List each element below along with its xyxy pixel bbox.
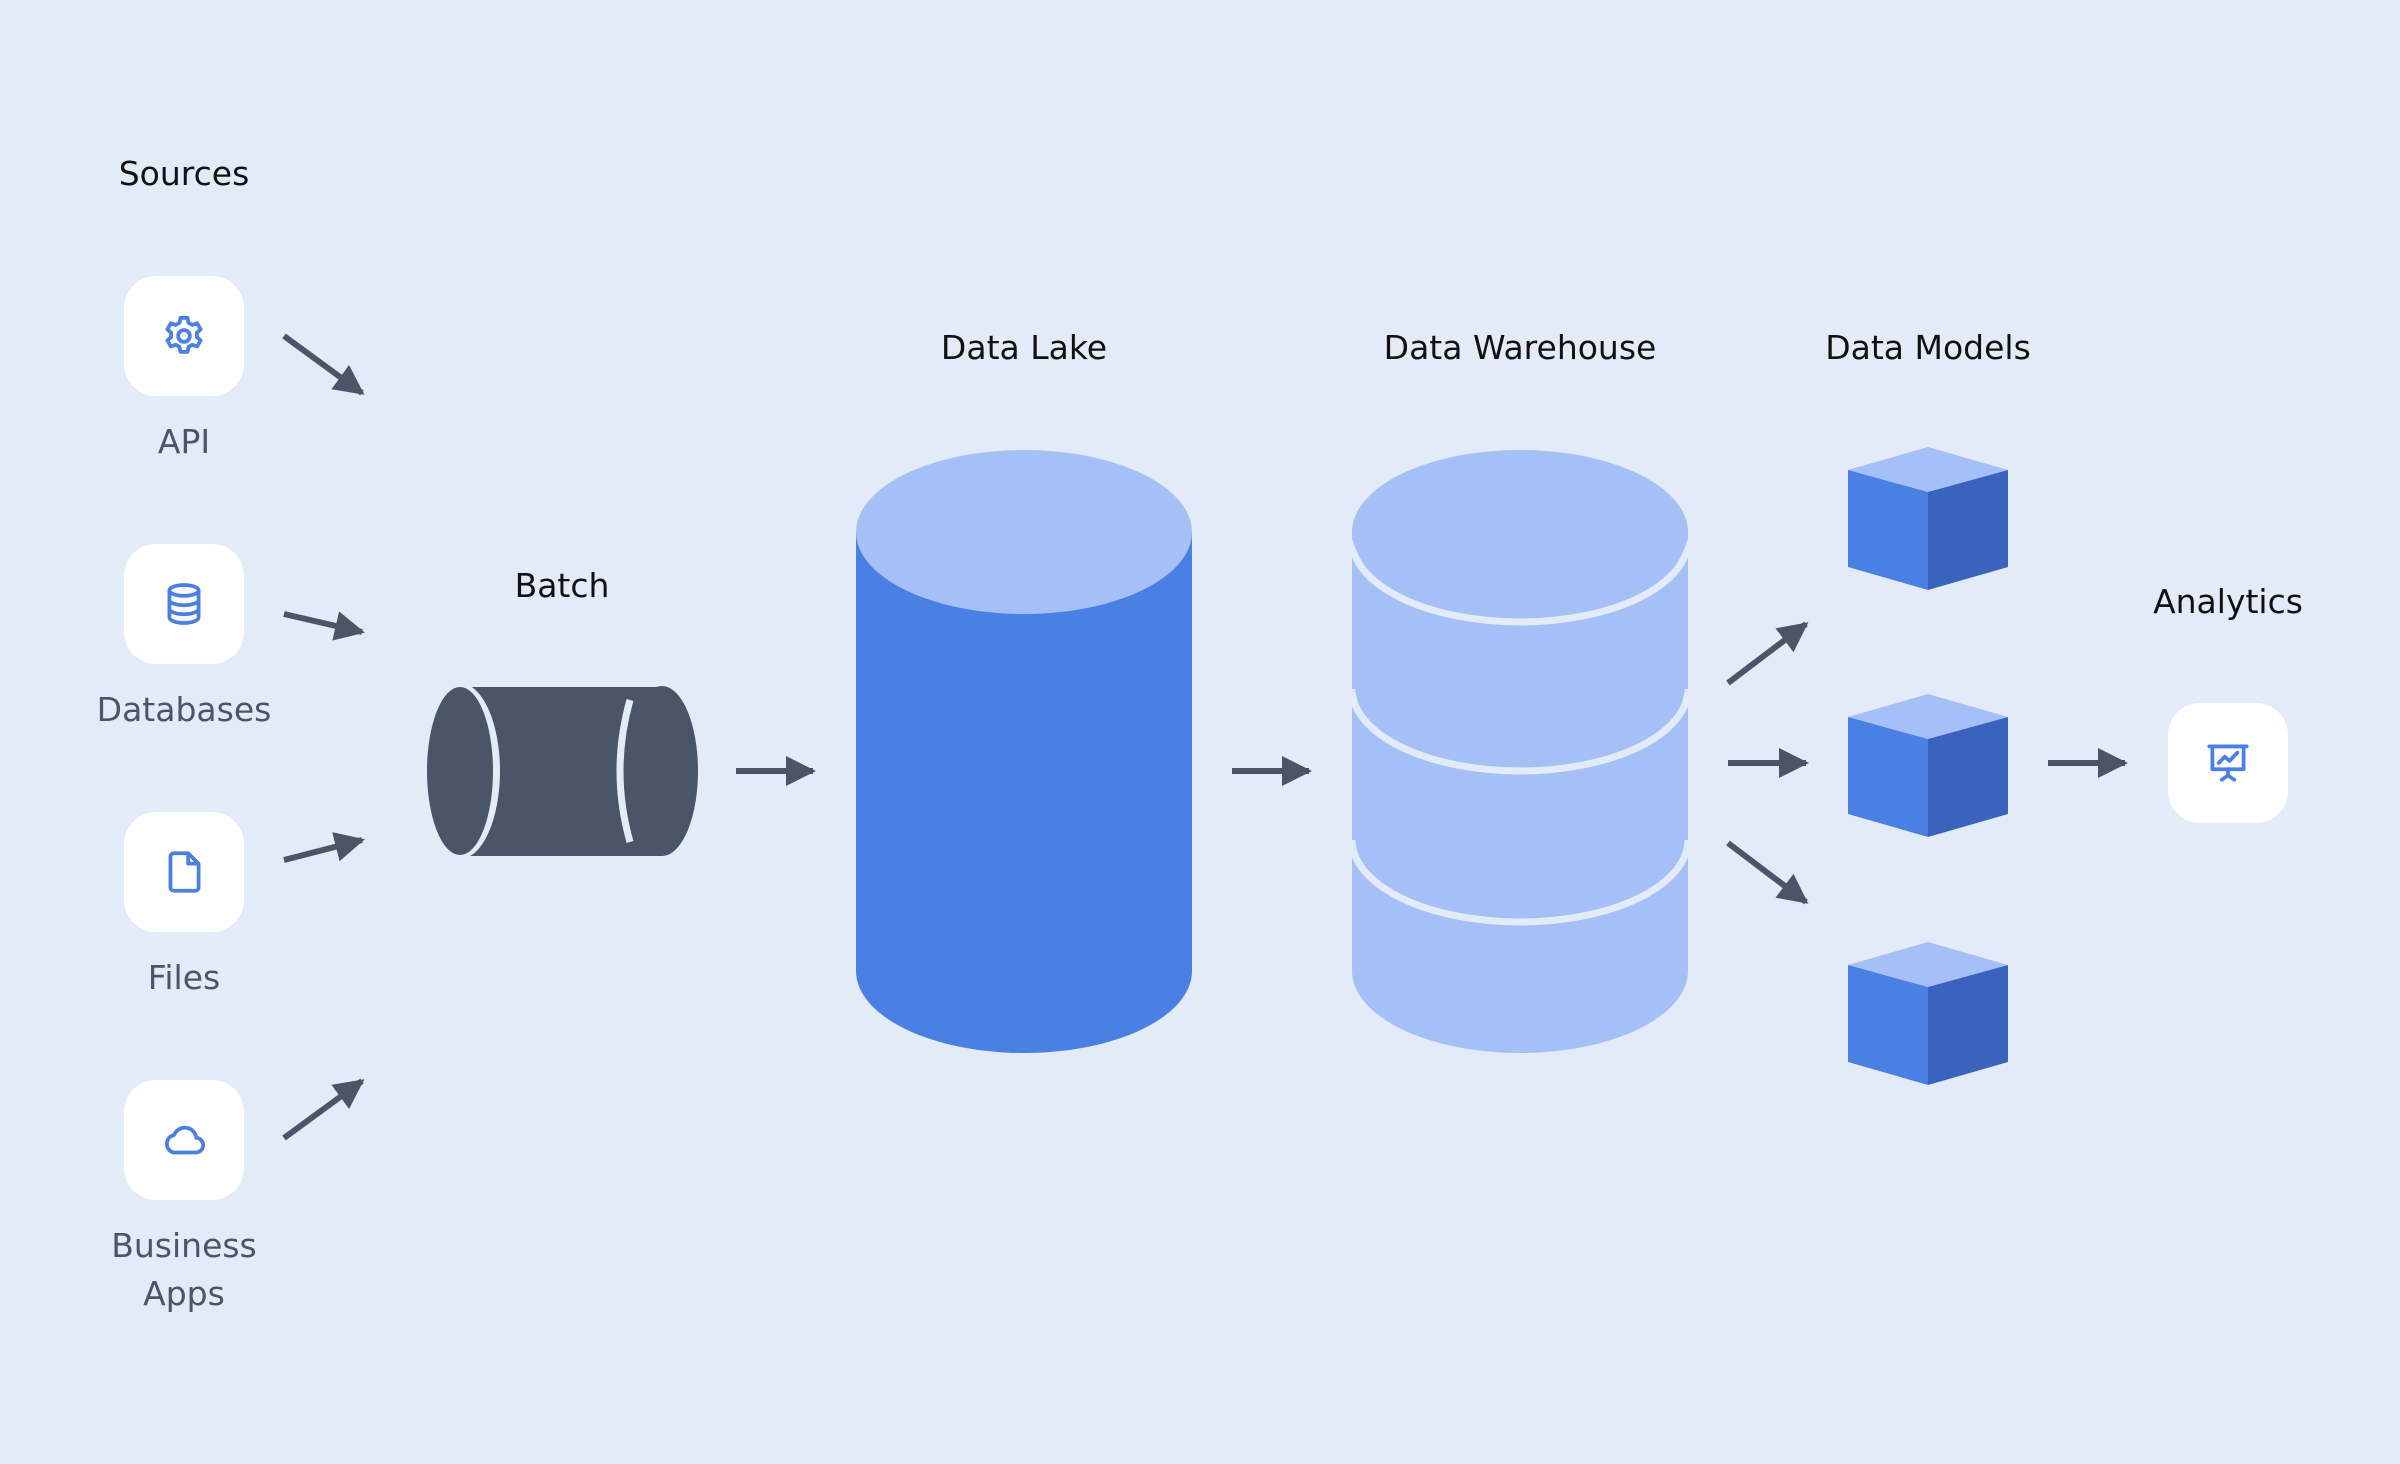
cloud-icon [164,1125,206,1155]
source-files-tile [124,812,244,932]
source-databases-label: Databases [96,690,272,729]
heading-batch: Batch [514,566,610,605]
heading-analytics: Analytics [2153,582,2303,621]
gear-icon [165,316,203,354]
heading-sources: Sources [118,154,250,193]
arrow-warehouse-to-model-1 [1726,621,1809,686]
data-model-cube-1 [1848,447,2008,590]
source-api-tile [124,276,244,396]
source-business-apps-label: Business Apps [111,1226,257,1313]
analytics-tile [2168,703,2288,823]
batch-pipe [420,683,698,859]
heading-data-lake: Data Lake [940,328,1108,367]
heading-data-warehouse: Data Warehouse [1383,328,1657,367]
data-model-cube-3 [1848,942,2008,1085]
data-model-cube-2 [1848,694,2008,837]
file-icon [168,851,201,893]
arrow-databases-to-batch [283,611,365,641]
arrow-files-to-batch [283,832,365,863]
heading-data-models: Data Models [1825,328,2031,367]
arrow-warehouse-to-model-3 [1726,840,1809,905]
source-api-label: API [157,422,211,461]
presentation-chart-icon [2207,744,2249,782]
data-lake-cylinder [856,450,1192,1053]
data-warehouse-cylinder [1348,450,1692,1053]
source-files-label: Files [147,958,221,997]
source-business-apps-tile [124,1080,244,1200]
source-databases-tile [124,544,244,664]
arrow-api-to-batch [282,333,365,396]
database-icon [167,583,201,625]
arrow-business-apps-to-batch [282,1078,365,1141]
